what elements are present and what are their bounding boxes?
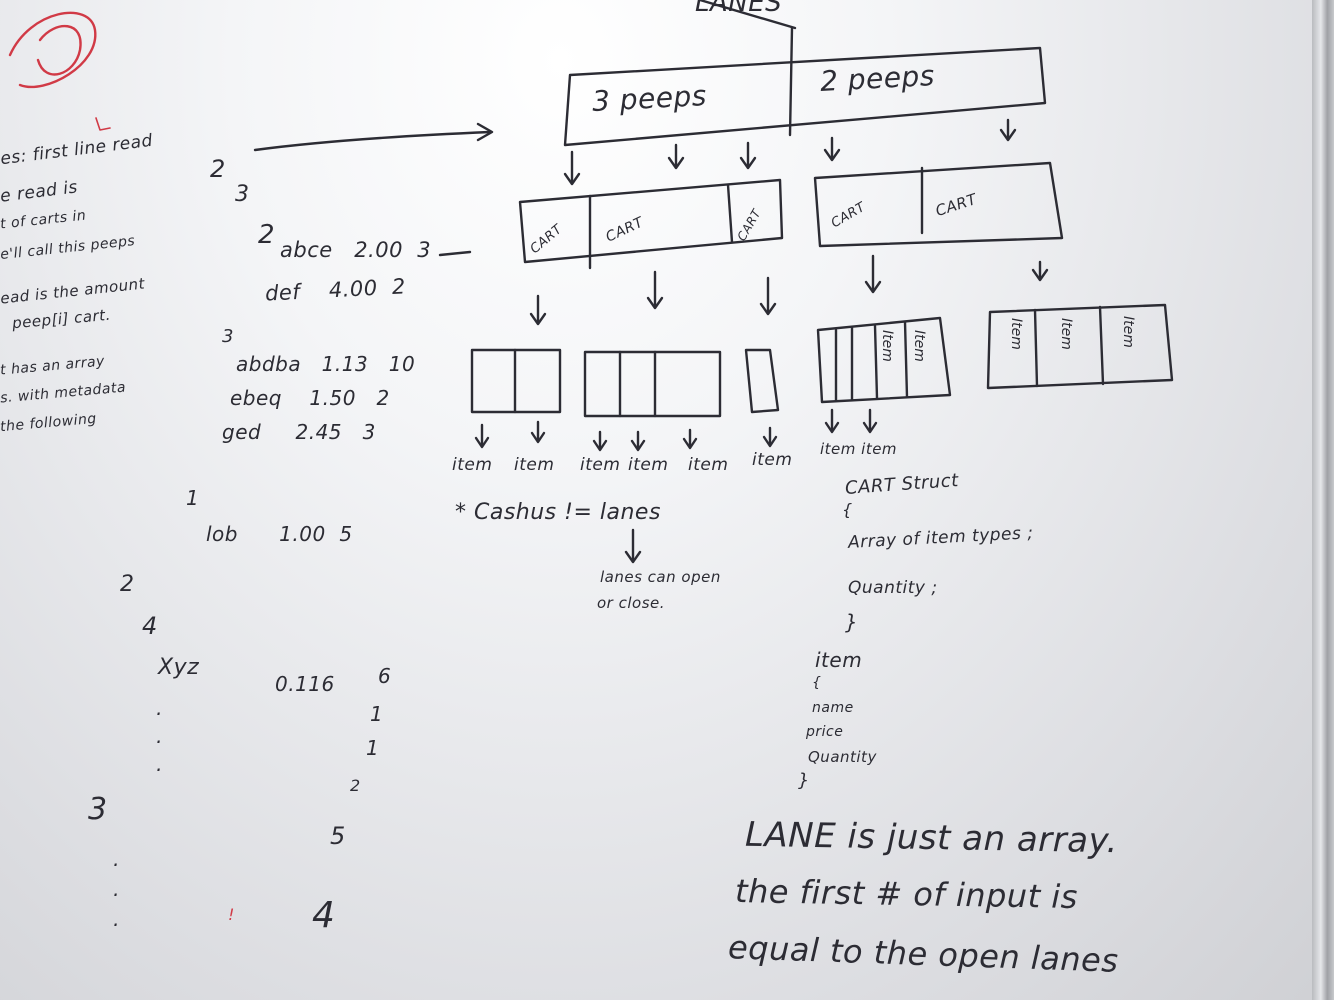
item-vertical-label: Item: [1058, 318, 1074, 350]
lanes-box: [563, 46, 1047, 147]
input-value: 0.116: [275, 672, 335, 696]
lane-statement-line: LANE is just an array.: [744, 814, 1119, 862]
item-vertical-label: Item: [1120, 316, 1136, 348]
struct-note: }: [845, 610, 859, 634]
item-word: item: [514, 455, 555, 475]
input-row: abce 2.00 3: [280, 238, 432, 262]
input-value: 3: [88, 792, 108, 827]
item-vertical-label: Item: [879, 330, 895, 362]
item-arrows: [474, 408, 878, 452]
cart-group-right: [813, 161, 1064, 248]
input-value: 6: [378, 664, 392, 688]
struct-note: }: [798, 770, 810, 791]
input-value: Xyz: [158, 655, 200, 680]
input-arrow: [253, 130, 492, 152]
input-row: ebeq 1.50 2: [230, 386, 390, 410]
input-value: 1: [366, 736, 380, 760]
lanes-top-line: [698, 0, 797, 30]
struct-note: item: [815, 648, 863, 672]
lane-label-2: 2 peeps: [819, 59, 936, 98]
lane-statement-line: the first # of input is: [734, 872, 1079, 916]
lane-label-1: 3 peeps: [591, 79, 708, 118]
item-array-3: [744, 348, 780, 414]
struct-note: {: [842, 500, 853, 519]
item-vertical-label: Item: [1008, 318, 1024, 350]
input-value: 4: [312, 895, 336, 936]
input-row: abdba 1.13 10: [236, 352, 416, 376]
red-scribble-2: [36, 25, 82, 76]
input-value: 2: [210, 155, 226, 183]
input-value: 3: [222, 326, 234, 347]
input-value: 1: [370, 702, 384, 726]
struct-note: Quantity: [808, 748, 877, 766]
lanes-divider: [788, 26, 794, 137]
red-scribble: [8, 11, 97, 89]
input-value: 2: [350, 776, 361, 795]
cart-to-item-arrows: [529, 254, 1049, 326]
item-array-4: [816, 316, 952, 404]
cashiers-note: * Cashus != lanes: [455, 500, 661, 525]
input-value: 4: [142, 612, 158, 640]
item-word: item: [752, 450, 793, 470]
whiteboard-frame: [1312, 0, 1334, 1000]
lanes-note-line: lanes can open: [600, 568, 721, 586]
item-array-2: [583, 350, 722, 418]
cart-group-left: [518, 178, 784, 264]
input-row: ged 2.45 3: [222, 420, 376, 444]
red-tick: [95, 117, 111, 131]
item-word: item: [688, 455, 729, 475]
input-arrow-head: [476, 122, 494, 142]
lanes-note-line: or close.: [597, 594, 666, 612]
input-value: 2: [120, 572, 135, 597]
item-word: item: [452, 455, 493, 475]
item-array-5: [986, 303, 1174, 390]
input-row: lob 1.00 5: [206, 522, 353, 546]
input-value: 5: [330, 822, 346, 850]
lane-to-cart-arrows: [563, 118, 1017, 186]
item-word: item: [580, 455, 621, 475]
struct-note: price: [806, 724, 844, 740]
struct-note: Quantity ;: [848, 578, 938, 598]
red-mark: !: [228, 905, 235, 924]
struct-note: name: [812, 700, 854, 716]
input-value: 1: [186, 486, 200, 510]
item-vertical-label: Item: [911, 330, 927, 362]
ellipsis-dots: ···: [112, 853, 119, 937]
struct-note: {: [812, 675, 822, 691]
item-word: item item: [820, 440, 898, 458]
ellipsis-dots: ···: [155, 702, 162, 782]
lanes-title: LANES: [695, 0, 783, 18]
input-value: 3: [235, 182, 250, 207]
input-value: 2: [258, 220, 276, 250]
item-word: item: [628, 455, 669, 475]
